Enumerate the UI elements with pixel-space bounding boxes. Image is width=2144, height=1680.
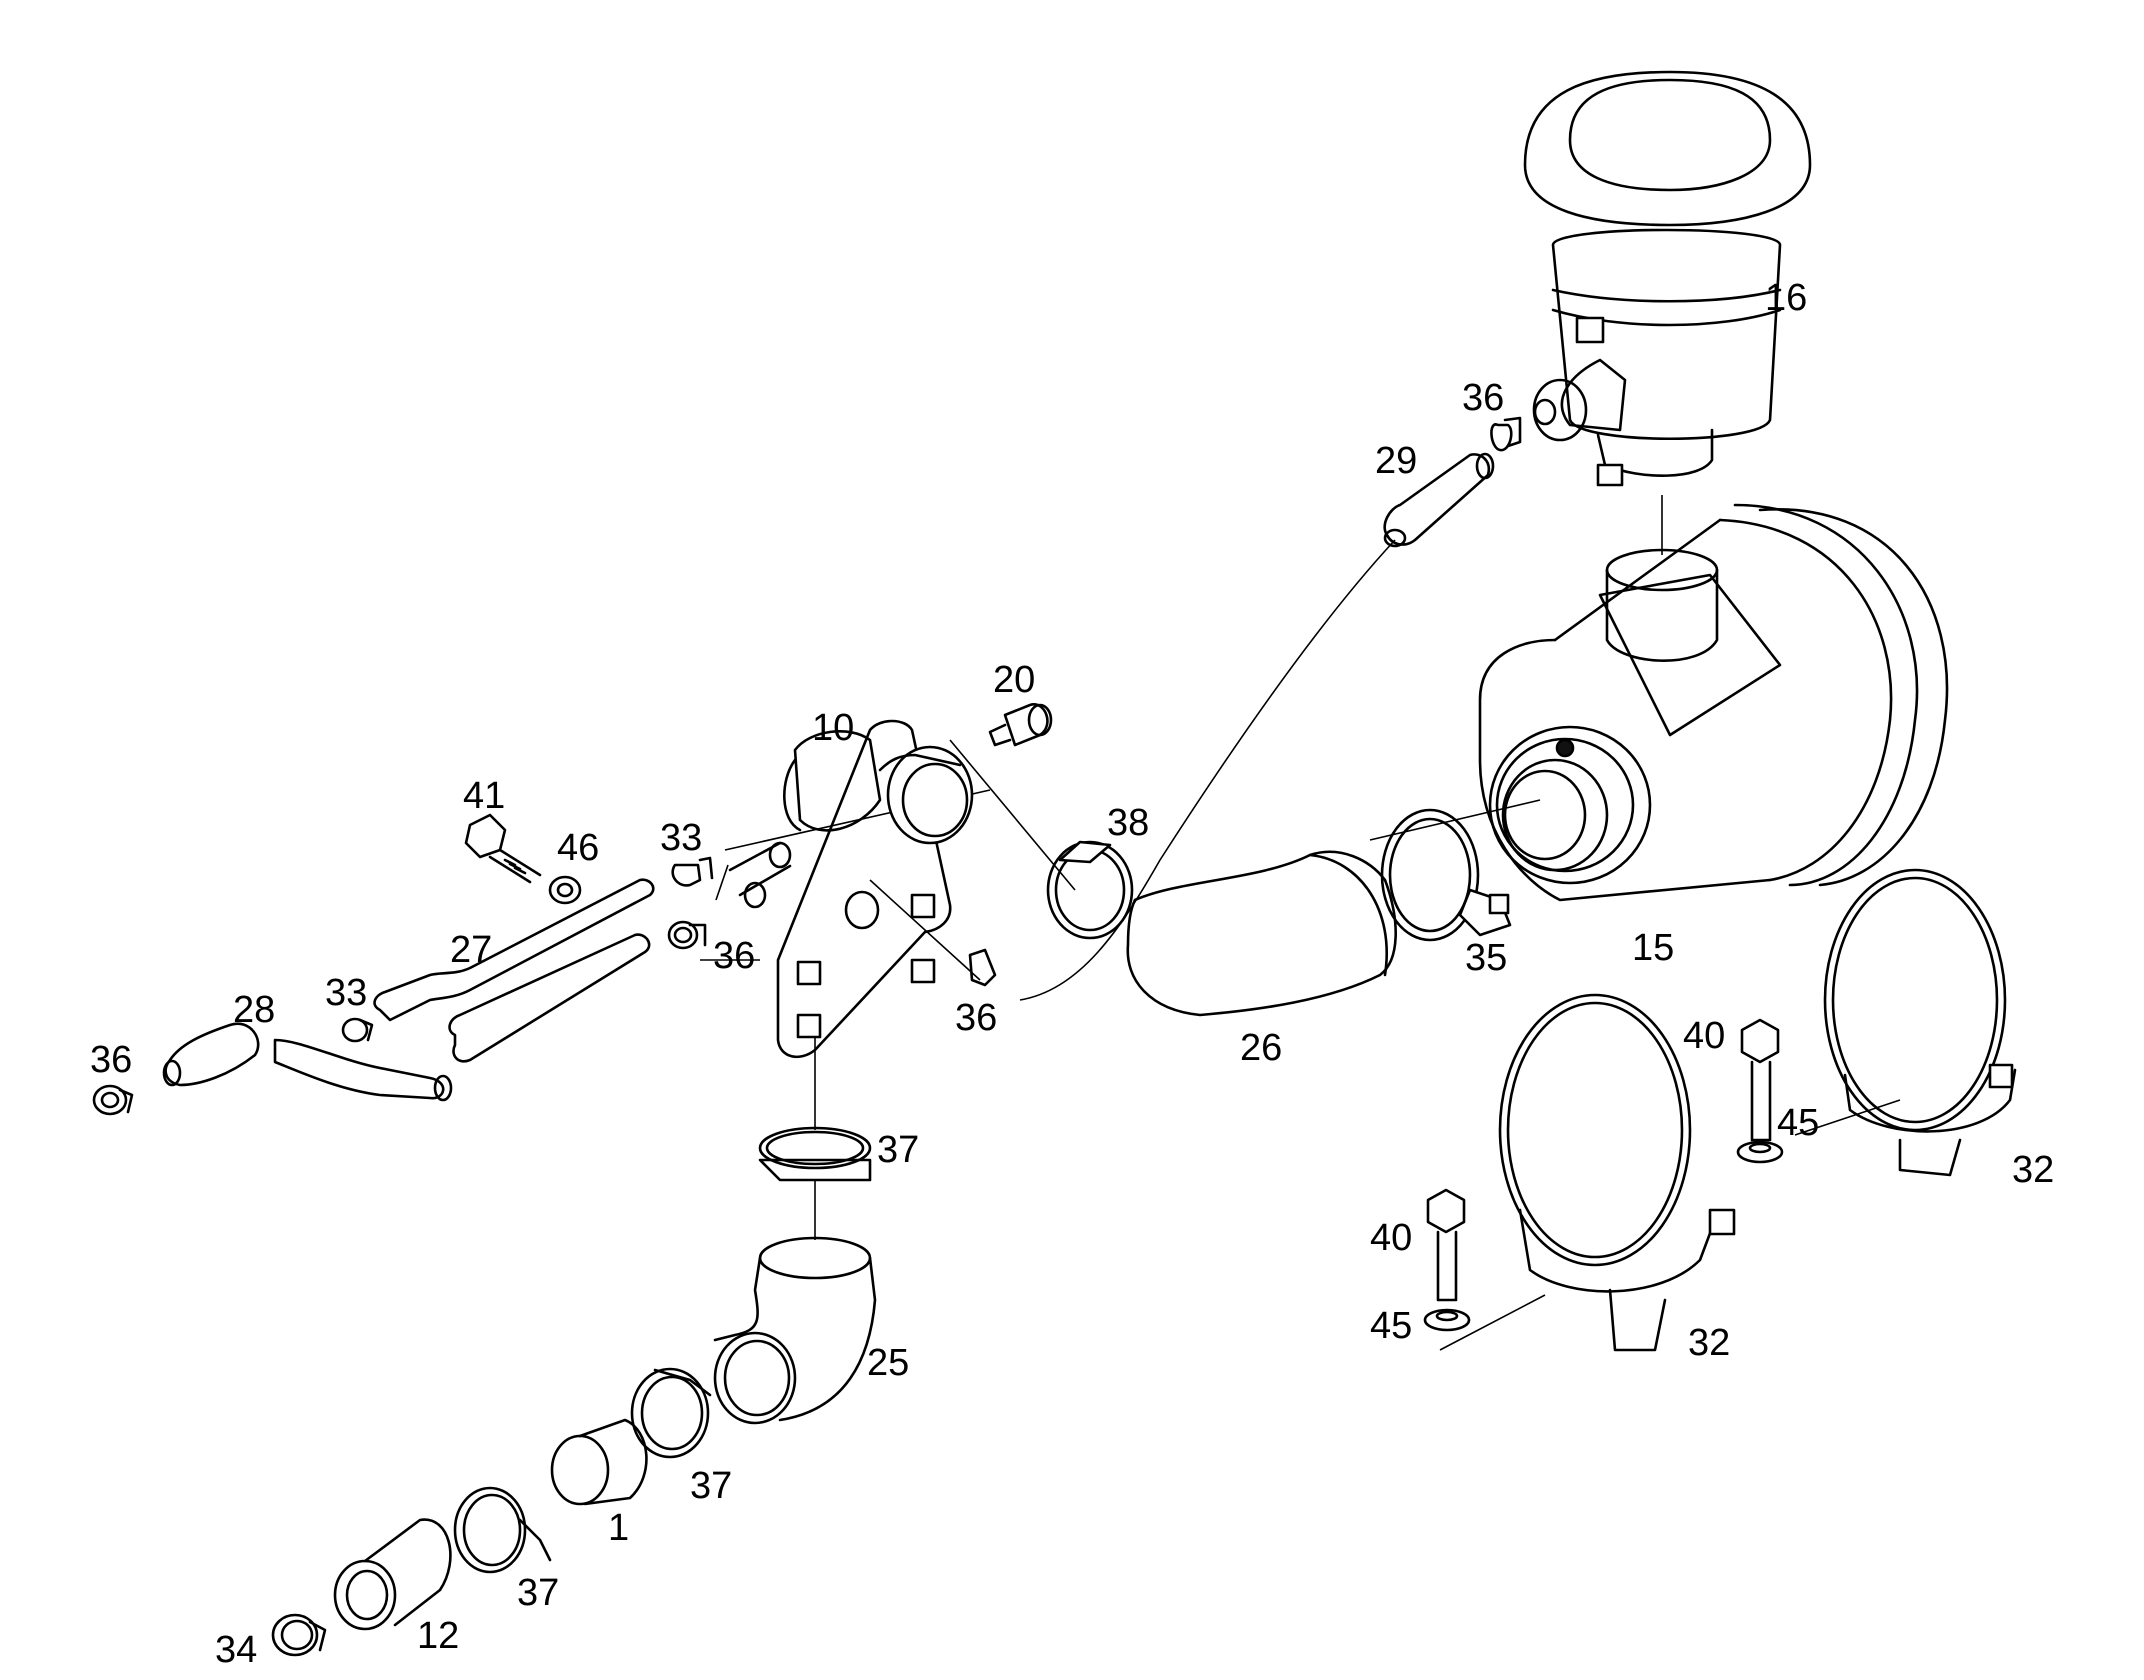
- bracket-elbow-10: [728, 719, 974, 1059]
- callout-16: 16: [1765, 277, 1807, 319]
- hose-29: [1383, 452, 1495, 548]
- callout-37-b: 37: [690, 1465, 732, 1507]
- callout-33-a: 33: [660, 817, 702, 859]
- callout-46: 46: [557, 827, 599, 869]
- worm-clamp-37-c: [453, 1486, 552, 1574]
- callout-28: 28: [233, 989, 275, 1031]
- callout-35: 35: [1465, 937, 1507, 979]
- callout-36-a: 36: [1462, 377, 1504, 419]
- callout-37-c: 37: [517, 1572, 559, 1614]
- bolt-40-b: [1426, 1188, 1466, 1302]
- callout-26: 26: [1240, 1027, 1282, 1069]
- clamp-33-a: [671, 856, 714, 887]
- callout-45-b: 45: [1370, 1305, 1412, 1347]
- callout-45-a: 45: [1777, 1102, 1819, 1144]
- callout-29: 29: [1375, 440, 1417, 482]
- washer-45-b: [1423, 1308, 1471, 1332]
- callout-40-b: 40: [1370, 1217, 1412, 1259]
- worm-clamp-37-a: [758, 1126, 872, 1182]
- callout-10: 10: [812, 707, 854, 749]
- washer-45-a: [1736, 1140, 1784, 1164]
- callout-1: 1: [608, 1507, 629, 1549]
- callout-37-a: 37: [877, 1129, 919, 1171]
- hose-28: [162, 1022, 453, 1102]
- callout-32-a: 32: [2012, 1149, 2054, 1191]
- callout-25: 25: [867, 1342, 909, 1384]
- callout-36-c: 36: [90, 1039, 132, 1081]
- clamp-33-b: [341, 1017, 374, 1043]
- clip-36-d: [968, 948, 997, 987]
- hose-sleeve-1: [550, 1418, 648, 1506]
- clamp-36-c: [92, 1084, 134, 1116]
- air-cleaner-housing: [1478, 503, 1949, 902]
- housing-clamp-35: [1380, 808, 1512, 942]
- clamp-36-b: [667, 920, 707, 950]
- reducer-12: [333, 1518, 452, 1631]
- callout-34: 34: [215, 1629, 257, 1671]
- worm-clamp-37-b: [630, 1367, 712, 1459]
- tube-27: [373, 878, 655, 1063]
- mounting-band-32-b: [1498, 993, 1736, 1352]
- worm-clamp-38: [1046, 840, 1134, 940]
- bolt-40-a: [1740, 1018, 1780, 1142]
- callout-15: 15: [1632, 927, 1674, 969]
- callout-40-a: 40: [1683, 1015, 1725, 1057]
- callout-38: 38: [1107, 802, 1149, 844]
- callout-32-b: 32: [1688, 1322, 1730, 1364]
- callout-41: 41: [463, 775, 505, 817]
- pre-cleaner-cap: [1523, 70, 1812, 487]
- clamp-34: [271, 1613, 327, 1657]
- callout-12: 12: [417, 1615, 459, 1657]
- rubber-elbow-26: [1126, 850, 1397, 1017]
- callout-36-d: 36: [955, 997, 997, 1039]
- callout-36-b: 36: [713, 935, 755, 977]
- bolt-41: [464, 813, 542, 884]
- washer-46: [548, 875, 582, 905]
- elbow-25: [713, 1236, 877, 1425]
- callout-labels: 16 36 29 20 10 38 41 46 33 27 36 28 33 3…: [90, 277, 2054, 1671]
- small-hose-clamp-a: [1490, 416, 1522, 452]
- callout-33-b: 33: [325, 972, 367, 1014]
- mounting-band-32-a: [1823, 868, 2017, 1177]
- callout-20: 20: [993, 659, 1035, 701]
- callout-27: 27: [450, 929, 492, 971]
- plug-20: [988, 703, 1053, 747]
